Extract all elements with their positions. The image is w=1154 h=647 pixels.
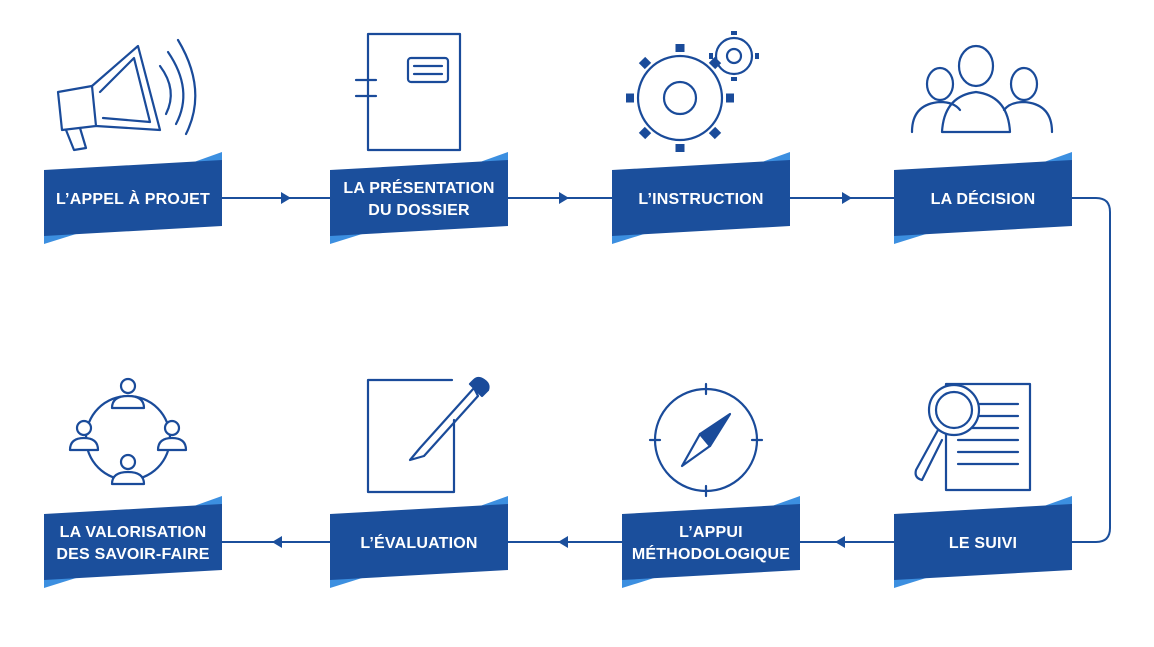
arrow-head-6 <box>272 536 282 548</box>
step-label-line: LA DÉCISION <box>931 189 1036 208</box>
step-label-line: L’APPUI <box>679 524 743 541</box>
arrow-head-3 <box>842 192 852 204</box>
banner-body <box>894 504 1072 580</box>
step-banners: L’APPEL À PROJET LA PRÉSENTATION DU DOSSIE… <box>44 152 1072 588</box>
network-icon <box>68 377 188 486</box>
banner-body <box>622 504 800 580</box>
step-banner-5: LE SUIVI <box>894 496 1072 588</box>
banner-body <box>44 160 222 236</box>
folder-icon <box>354 32 462 152</box>
step-banner-8: LA VALORISATION DES SAVOIR-FAIRE <box>44 496 222 588</box>
arrowheads <box>272 192 852 548</box>
step-label-line: LA PRÉSENTATION <box>343 178 494 197</box>
step-banner-6: L’APPUI MÉTHODOLOGIQUE <box>622 496 800 588</box>
step-label-line: MÉTHODOLOGIQUE <box>632 544 790 563</box>
step-banner-7: L’ÉVALUATION <box>330 496 508 588</box>
step-label-line: LA VALORISATION <box>60 524 207 541</box>
step-label-line: DU DOSSIER <box>368 202 470 219</box>
arrow-head-4 <box>835 536 845 548</box>
arrow-head-5 <box>558 536 568 548</box>
icons <box>56 31 1054 498</box>
step-label-line: L’APPEL À PROJET <box>56 189 210 208</box>
banner-body <box>330 504 508 580</box>
step-label-line: L’INSTRUCTION <box>638 191 763 208</box>
step-banner-3: L’INSTRUCTION <box>612 152 790 244</box>
compass-icon <box>648 382 764 498</box>
banner-body <box>894 160 1072 236</box>
connector-4-5 <box>1072 197 1111 543</box>
arrow-head-1 <box>281 192 291 204</box>
banner-body <box>330 160 508 236</box>
step-banner-4: LA DÉCISION <box>894 152 1072 244</box>
arrow-head-2 <box>559 192 569 204</box>
pen-paper-icon <box>366 376 490 494</box>
banner-body <box>44 504 222 580</box>
megaphone-icon <box>56 38 197 152</box>
step-label-line: DES SAVOIR-FAIRE <box>56 546 209 563</box>
people-icon <box>910 44 1054 134</box>
step-label-line: LE SUIVI <box>949 535 1017 552</box>
step-label-line: L’ÉVALUATION <box>360 533 477 552</box>
gears-icon <box>626 31 759 152</box>
step-banner-2: LA PRÉSENTATION DU DOSSIER <box>330 152 508 244</box>
step-banner-1: L’APPEL À PROJET <box>44 152 222 244</box>
magnifier-document-icon <box>914 382 1032 492</box>
banner-body <box>612 160 790 236</box>
